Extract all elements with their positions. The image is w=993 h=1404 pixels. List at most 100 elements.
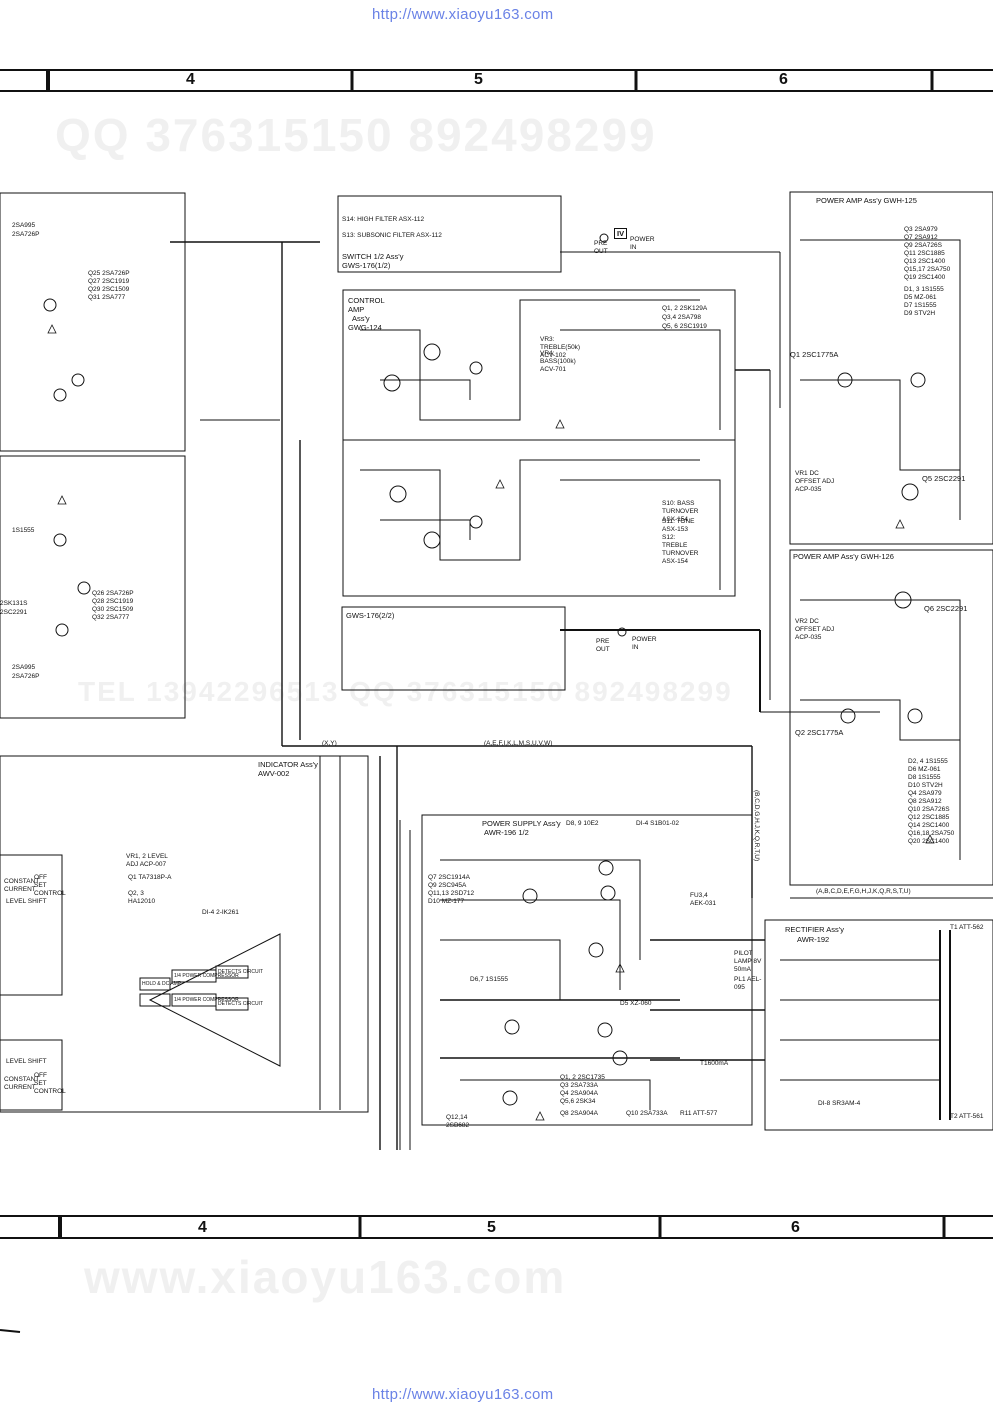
power-in-label: POWER IN [630, 236, 655, 251]
column-5-bottom: 5 [487, 1219, 496, 1236]
pa125-part-2: Q9 2SA726S [904, 242, 942, 249]
power-supply-fu: FU3,4 AEK-031 [690, 892, 717, 907]
indicator-code: AWV-002 [258, 769, 290, 778]
ps-part-1: Q9 2SC945A [428, 882, 467, 889]
pa125-part-10: D9 STV2H [904, 310, 936, 317]
power-supply-pilot: PILOT LAMP 8V 50mA [734, 950, 762, 973]
gws-176-2-title: GWS-176(2/2) [346, 611, 395, 620]
control-amp-title: CONTROL AMP [348, 296, 385, 314]
bus-xy: (X,Y) [322, 740, 337, 747]
left-top-part-2: Q29 2SC1509 [88, 286, 130, 293]
left-top-part-3: Q31 2SA777 [88, 294, 126, 301]
left-parts-top: Q25 2SA726P Q27 2SC1919 Q29 2SC1509 Q31 … [88, 270, 130, 302]
indicator-const-current-2: CONSTANT CURRENT [4, 1076, 40, 1091]
left-label-6: 2SA726P [12, 673, 40, 680]
left-mid-part-1: Q28 2SC1919 [92, 598, 134, 605]
pre-out-box: IV [614, 228, 628, 239]
indicator-q1: Q1 TA7318P-A [128, 874, 172, 881]
column-6-top: 6 [779, 71, 788, 88]
indicator-vr: VR1, 2 LEVEL ADJ ACP-007 [126, 853, 168, 868]
column-4-bottom: 4 [198, 1219, 207, 1236]
power-supply-q8: Q8 2SA904A [560, 1110, 598, 1117]
control-amp-note-s11: S11: TONE ASX-153 [662, 518, 695, 533]
bus-right: (B,C,D,G,H,J,K,Q,R,T,U) [753, 790, 760, 862]
left-parts-mid: Q26 2SA726P Q28 2SC1919 Q30 2SC1509 Q32 … [92, 590, 134, 622]
switch-title: SWITCH 1/2 Ass'y [342, 252, 404, 261]
indicator-level-shift-2: LEVEL SHIFT [6, 1058, 47, 1065]
control-amp-part-2: Q3,4 2SA798 [662, 314, 702, 321]
power-supply-t: T1600mA [700, 1060, 729, 1067]
bus-ps: (A,E,F,I,K,L,M,S,U,V,W) [484, 740, 553, 747]
pa126-part-5: Q8 2SA912 [908, 798, 942, 805]
power-amp-126-title: POWER AMP Ass'y GWH-126 [793, 552, 894, 561]
control-amp-note-vr4: VR4: BASS(100k) ACV-701 [540, 350, 576, 373]
power-amp-125-title: POWER AMP Ass'y GWH-125 [816, 196, 917, 205]
pa126-part-4: Q4 2SA979 [908, 790, 942, 797]
left-mid-part-3: Q32 2SA777 [92, 614, 130, 621]
indicator-di: DI-4 2-IK261 [202, 909, 239, 916]
pa125-part-0: Q3 2SA979 [904, 226, 938, 233]
pa126-part-8: Q14 2SC1400 [908, 822, 950, 829]
pa126-part-3: D10 STV2H [908, 782, 943, 789]
indicator-detect-2: DETECTS CIRCUIT [218, 1001, 263, 1007]
pa125-part-4: Q13 2SC1400 [904, 258, 946, 265]
power-amp-126-parts: D2, 4 1S1555 D6 MZ-061 D8 1S1555 D10 STV… [908, 758, 954, 846]
bottom-url[interactable]: http://www.xiaoyu163.com [372, 1386, 554, 1403]
power-amp-125-vr1: VR1 DC OFFSET ADJ ACP-035 [795, 470, 835, 493]
ps-part-9: Q5,6 2SK34 [560, 1098, 596, 1105]
indicator-const-current: CONSTANT CURRENT [4, 878, 40, 893]
rectifier-code: AWR-192 [797, 935, 830, 944]
power-amp-126-vr2: VR2 DC OFFSET ADJ ACP-035 [795, 618, 835, 641]
pa125-part-9: D7 1S1555 [904, 302, 937, 309]
pa126-part-7: Q12 2SC1885 [908, 814, 950, 821]
power-supply-d5: D5 XZ-060 [620, 1000, 652, 1007]
indicator-offset-control: OFF SET CONTROL [34, 874, 66, 897]
pa126-part-0: D2, 4 1S1555 [908, 758, 948, 765]
power-supply-code: AWR-196 1/2 [484, 828, 529, 837]
column-6-bottom: 6 [791, 1219, 800, 1236]
bus-power-amp: (A,B,C,D,E,F,G,H,J,K,Q,R,S,T,U) [816, 888, 911, 895]
ps-part-3: D10 MZ-177 [428, 898, 465, 905]
top-url[interactable]: http://www.xiaoyu163.com [372, 6, 554, 23]
control-amp-note-vr3: VR3: TREBLE(50k) ACV-102 [540, 336, 581, 359]
power-supply-q10: Q10 2SA733A [626, 1110, 668, 1117]
power-amp-126-q6: Q6 2SC2291 [924, 604, 968, 613]
power-supply-pl: PL1 AEL-095 [734, 976, 762, 991]
switch-high-filter: S14: HIGH FILTER ASX-112 [342, 216, 425, 223]
pa126-part-9: Q16,18 2SA750 [908, 830, 955, 837]
left-label-4: 1S1555 [12, 527, 35, 534]
power-supply-ri1: R11 ATT-577 [680, 1110, 718, 1117]
pa125-part-5: Q15,17 2SA750 [904, 266, 951, 273]
tel-watermark: TEL 13942296513 QQ 376315150 892498299 [78, 676, 733, 707]
power-in-label-2: POWER IN [632, 636, 657, 651]
left-label-2: 2SK131S [0, 600, 28, 607]
column-5-top: 5 [474, 71, 483, 88]
pa126-part-2: D8 1S1555 [908, 774, 941, 781]
power-supply-q12: Q12,14 2SB682 [446, 1114, 470, 1129]
power-supply-d89: D8, 9 10E2 [566, 820, 599, 827]
ps-part-6: Q1, 2 2SC1735 [560, 1074, 605, 1081]
left-mid-part-0: Q26 2SA726P [92, 590, 134, 597]
control-amp-note-s10: S10: BASS TURNOVER ASX-154 [662, 500, 699, 523]
switch-code: GWS-176(1/2) [342, 261, 391, 270]
qq-watermark: QQ 376315150 892498299 [55, 109, 657, 161]
pa126-part-1: D6 MZ-061 [908, 766, 941, 773]
left-top-part-1: Q27 2SC1919 [88, 278, 130, 285]
pa125-part-6: Q19 2SC1400 [904, 274, 946, 281]
switch-subsonic: S13: SUBSONIC FILTER ASX-112 [342, 232, 442, 239]
control-amp-code: GWG-124 [348, 323, 382, 332]
rectifier-t2: T2 ATT-561 [950, 1113, 984, 1120]
pa125-part-8: D5 MZ-061 [904, 294, 937, 301]
control-amp-assy: Ass'y [352, 314, 370, 323]
left-mid-part-2: Q30 2SC1509 [92, 606, 134, 613]
indicator-level-shift-1: LEVEL SHIFT [6, 898, 47, 905]
power-amp-125-parts: Q3 2SA979 Q7 2SA912 Q9 2SA726S Q11 2SC18… [904, 226, 950, 318]
control-amp-note-s12: S12: TREBLE TURNOVER ASX-154 [662, 534, 699, 565]
rectifier-title: RECTIFIER Ass'y [785, 925, 844, 934]
left-label-5: 2SA995 [12, 664, 36, 671]
left-label-3: 2SC2291 [0, 609, 28, 616]
control-amp-part-3: Q5, 6 2SC1919 [662, 323, 707, 330]
ps-part-8: Q4 2SA904A [560, 1090, 598, 1097]
pa125-part-1: Q7 2SA912 [904, 234, 938, 241]
